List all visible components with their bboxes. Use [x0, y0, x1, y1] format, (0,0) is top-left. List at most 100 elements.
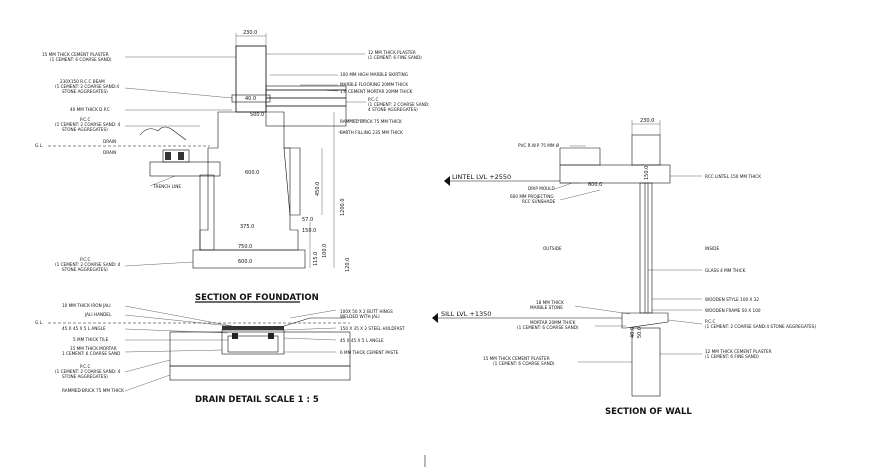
label: 10 MM THICK IRON JALI: [62, 303, 111, 308]
label: 230X150 R.C.C BEAM: [60, 79, 105, 84]
drain-detail-title: DRAIN DETAIL SCALE 1 : 5: [195, 395, 319, 405]
label: 12 MM THICK PLASTER: [368, 50, 416, 55]
drain-cover: [139, 126, 187, 141]
wall-dim-lintel: 150.0: [644, 166, 650, 180]
dim-150: 150.0: [302, 228, 316, 234]
label: P.C.C: [705, 319, 715, 324]
earth-filling: [265, 105, 347, 127]
iron-jali: [222, 326, 284, 330]
drain-rammed-brick: [169, 365, 351, 381]
wall-dim-sill-b: 50.0: [637, 327, 643, 338]
rcc-lintel: [559, 164, 671, 184]
label: 15 MM THICK MORTAR: [70, 346, 117, 351]
label: (1 CEMENT: 2 COARSE SAND: 4: [55, 262, 121, 267]
label: P.C.C: [80, 364, 90, 369]
drain-channel-section: [221, 329, 285, 355]
drain-block-1: [165, 152, 171, 160]
brick-fill-right: [283, 147, 301, 216]
foundation-left-labels: 15 MM THICK CEMENT PLASTER (1 CEMENT: 6 …: [42, 52, 236, 272]
label: (1 CEMENT: 2 COARSE SAND: 4: [55, 122, 121, 127]
rammed-brick-layer: [265, 97, 347, 107]
trench-line-label: TRENCH LINE: [152, 184, 181, 189]
drain-label: DRAIN: [103, 150, 116, 155]
label: DRAIN: [103, 139, 116, 144]
label: EARTH FILLING 235 MM THICK: [340, 130, 403, 135]
upper-wall: [631, 134, 661, 166]
marble-sill: [621, 312, 669, 329]
rcc-beam: [231, 94, 271, 103]
label: (1 CEMENT: 6 FINE SAND): [705, 354, 759, 359]
gl-label: G.L.: [35, 143, 43, 148]
jali-hinge: [283, 317, 345, 327]
window-frame: [639, 182, 653, 314]
outside-label: OUTSIDE: [543, 246, 562, 251]
dim-120: 120.0: [345, 258, 351, 272]
label: (1 CEMENT: 6 COARSE SAND): [493, 361, 555, 366]
label: 1 CEMENT: 6 COARSE SAND: [62, 351, 120, 356]
label: 45 X 45 X 5 L ANGLE: [340, 338, 384, 343]
label: JALI HANDEL: [84, 312, 112, 317]
label: 5 MM THICK TILE: [73, 337, 109, 342]
wall-right-labels: RCC LINTEL 150 MM THICK GLASS 4 MM THICK…: [648, 174, 816, 359]
floor-pcc: [265, 89, 347, 99]
foundation-title: SECTION OF FOUNDATION: [195, 293, 319, 303]
label: STONE AGGREGATES): [62, 374, 108, 379]
label: P.C.C: [80, 117, 90, 122]
pcc-base: [192, 249, 306, 269]
wall-dim-top: 230.0: [640, 118, 654, 124]
label: P.C.C: [368, 97, 378, 102]
drain-pcc-bed: [169, 331, 351, 367]
label: P.C.C: [80, 257, 90, 262]
label: STONE AGGREGATES): [62, 89, 108, 94]
sill-level-label: SILL LVL +1350: [441, 310, 491, 318]
label: DRIP MOULD: [528, 186, 555, 191]
foundation-section: 230.0 40.0 500.0 600.0 375.0 750.0 600.0…: [35, 30, 429, 303]
foundation-right-labels: 12 MM THICK PLASTER (1 CEMENT: 6 FINE SA…: [266, 50, 429, 135]
label: WOODEN STYLE 100 X 32: [705, 297, 759, 302]
dim-500: 500.0: [250, 112, 264, 118]
label: STONE AGGREGATES): [62, 267, 108, 272]
label: 15 MM THICK CEMENT PLASTER: [483, 356, 550, 361]
label: 600 MM PROJECTING: [510, 194, 554, 199]
dim-wall-top: 230.0: [243, 30, 257, 36]
label: (1 CEMENT: 2 COARSE SAND:4 STONE AGGREGA…: [705, 324, 816, 329]
dim-115: 115.0: [313, 252, 319, 266]
dim-100: 100.0: [322, 244, 328, 258]
label: 100 MM HIGH MARBLE SKIRTING: [340, 72, 408, 77]
label: PVC R.W.P 75 MM Ø: [518, 143, 560, 148]
label: 12 MM THICK CEMENT PLASTER: [705, 349, 772, 354]
label: WELDED WITH JALI: [340, 314, 380, 319]
drain-detail: G.L. 10 MM THICK IRON JALI JALI HANDEL 4…: [35, 303, 405, 405]
dim-57: 57.0: [302, 217, 313, 223]
label: 15 MM THICK CEMENT PLASTER: [42, 52, 109, 57]
dim-600: 600.0: [245, 170, 259, 176]
inside-label: INSIDE: [705, 246, 719, 251]
dim-375: 375.0: [240, 224, 254, 230]
sunshade: [559, 147, 601, 166]
wall-left-labels: PVC R.W.P 75 MM Ø DRIP MOULD 600 MM PROJ…: [483, 143, 632, 366]
label: 45 X 45 X 5 L ANGLE: [62, 326, 106, 331]
label: 18 MM THICK: [536, 300, 564, 305]
wall-dim-sill-a: 40.0: [630, 327, 636, 338]
marble-flooring: [265, 85, 347, 91]
label: 100X 50 X 2 BUTT HINGS: [340, 309, 393, 314]
label: RCC LINTEL 150 MM THICK: [705, 174, 761, 179]
label: (1 CEMENT: 6 COARSE SAND): [50, 57, 112, 62]
drain-left-labels: 10 MM THICK IRON JALI JALI HANDEL 45 X 4…: [55, 303, 241, 393]
dim-1200: 1200.0: [340, 199, 346, 217]
label: RAMMED BRICK 75 MM THICK: [340, 119, 402, 124]
label: MARBLE FLOORING 20MM THICK: [340, 82, 408, 87]
label: (1 CEMENT: 2 COARSE SAND:4: [55, 84, 119, 89]
label: STONE AGGREGATES): [62, 127, 108, 132]
label: RCC SUNSHADE: [522, 199, 556, 204]
dim-750: 750.0: [238, 244, 252, 250]
wall-dim-projection: 600.0: [588, 182, 602, 188]
drain-right-labels: 100X 50 X 2 BUTT HINGS WELDED WITH JALI …: [283, 309, 405, 355]
wall-section: 230.0 600.0 150.0 40.0 50.0 LINTEL LVL +…: [432, 118, 816, 417]
wall-title: SECTION OF WALL: [605, 407, 692, 417]
dim-600b: 600.0: [238, 259, 252, 265]
label: 1:6 CEMENT MORTAR 20MM THICK: [340, 89, 413, 94]
label: (1 CEMENT: 6 FINE SAND): [368, 55, 422, 60]
brick-fill-left: [199, 174, 215, 251]
